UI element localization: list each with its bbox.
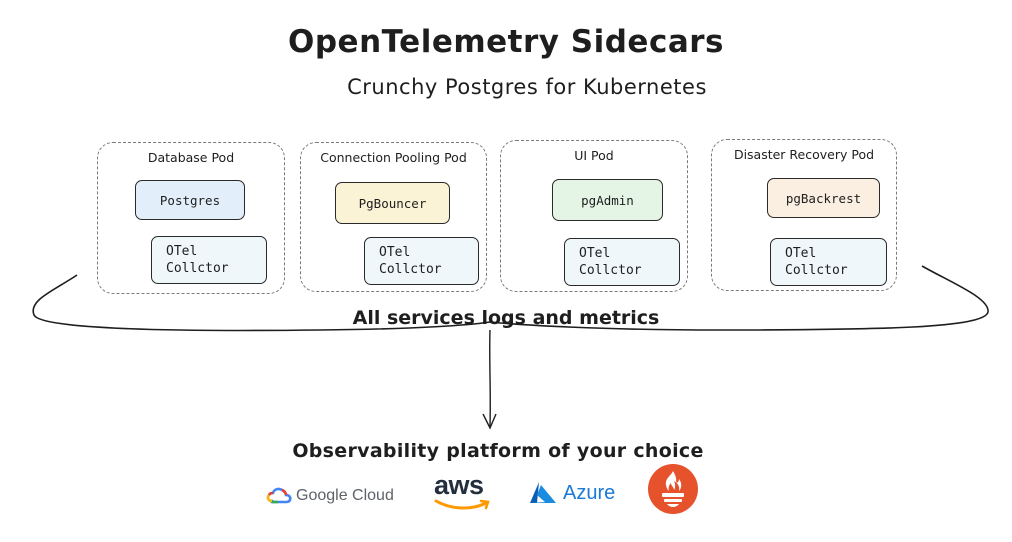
otel-line-2: Collctor	[379, 262, 442, 277]
pod-label: UI Pod	[574, 148, 614, 163]
google-cloud-logo: Google Cloud	[266, 484, 394, 508]
pod-label: Database Pod	[147, 150, 235, 165]
brace-caption: All services logs and metrics	[352, 307, 660, 329]
arrow-line	[489, 329, 491, 427]
app-box-postgres: Postgres	[135, 180, 245, 220]
pod-connection-pooling: Connection Pooling Pod PgBouncer OTel Co…	[300, 142, 487, 292]
otel-line-2: Collctor	[579, 263, 642, 278]
otel-collector-box: OTel Collctor	[770, 238, 887, 286]
google-cloud-text: Google Cloud	[296, 487, 394, 504]
aws-text: aws	[434, 470, 484, 500]
app-box-pgbouncer: PgBouncer	[335, 182, 450, 224]
otel-collector-box: OTel Collctor	[564, 238, 680, 286]
google-cloud-icon	[266, 487, 292, 504]
diagram-subtitle: Crunchy Postgres for Kubernetes	[347, 75, 707, 99]
azure-icon	[530, 482, 556, 503]
otel-line-2: Collctor	[785, 263, 848, 278]
otel-line-1: OTel	[166, 244, 198, 259]
pod-label: Disaster Recovery Pod	[733, 147, 875, 162]
platform-caption: Observability platform of your choice	[292, 440, 704, 462]
aws-logo: aws	[432, 470, 494, 512]
pod-ui: UI Pod pgAdmin OTel Collctor	[500, 140, 688, 292]
pod-disaster-recovery: Disaster Recovery Pod pgBackrest OTel Co…	[711, 139, 897, 291]
otel-line-2: Collctor	[166, 261, 229, 276]
otel-line-1: OTel	[579, 246, 611, 261]
brace-line	[32, 265, 989, 332]
pod-label: Connection Pooling Pod	[320, 150, 467, 165]
otel-collector-box: OTel Collctor	[364, 237, 479, 285]
pod-database: Database Pod Postgres OTel Collctor	[97, 142, 285, 294]
otel-line-1: OTel	[785, 246, 817, 261]
aws-smile-icon	[434, 499, 490, 510]
app-box-pgbackrest: pgBackrest	[767, 178, 880, 218]
diagram-title: OpenTelemetry Sidecars	[288, 24, 724, 60]
prometheus-icon	[648, 464, 698, 514]
arrow-head	[482, 413, 497, 430]
azure-logo: Azure	[527, 478, 615, 508]
azure-text: Azure	[563, 481, 616, 504]
app-box-pgadmin: pgAdmin	[552, 179, 663, 221]
otel-line-1: OTel	[379, 245, 411, 260]
otel-collector-box: OTel Collctor	[151, 236, 267, 284]
